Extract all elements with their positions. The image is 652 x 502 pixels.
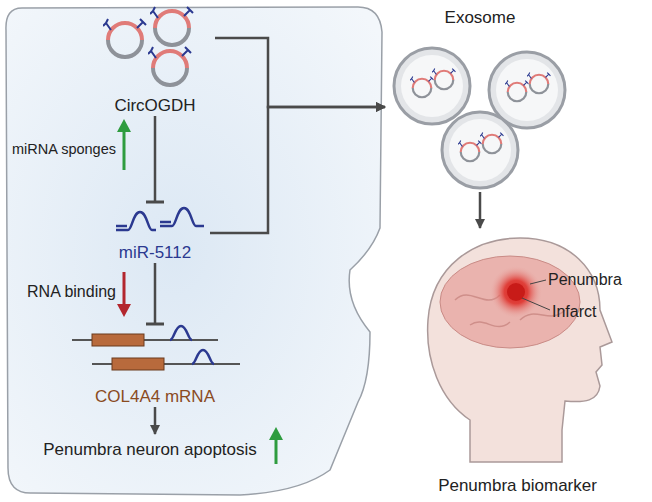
exosome-node: Exosome (385, 8, 575, 192)
annotation-label: RNA binding (4, 282, 116, 301)
connector (154, 263, 157, 325)
node-label: Penumbra biomarker (438, 476, 597, 496)
mirna-hairpins (116, 208, 204, 230)
biomarker-node: Penumbra biomarker (405, 228, 630, 496)
annotation-label: Penumbra (548, 270, 622, 289)
inhibition-bar (146, 323, 164, 326)
node-label: COL4A4 mRNA (95, 387, 215, 407)
node-label: miR-5112 (119, 243, 191, 263)
annotation-label: Infarct (552, 302, 596, 321)
mrna-strands (72, 326, 240, 370)
connector (479, 192, 482, 228)
mirna-node: miR-5112 (100, 203, 210, 263)
outcome-node: Penumbra neuron apoptosis (39, 434, 261, 460)
annotation-label: miRNA sponges (4, 141, 116, 158)
node-label: Penumbra neuron apoptosis (43, 440, 257, 460)
connector (154, 116, 157, 203)
circrna-node: CircOGDH (95, 8, 215, 116)
cell-outline (6, 7, 382, 495)
node-label: Exosome (445, 8, 516, 28)
connector (215, 38, 385, 107)
node-label: CircOGDH (114, 96, 195, 116)
inhibition-bar (146, 201, 164, 204)
connector (154, 407, 157, 434)
exosomes (394, 48, 565, 188)
mrna-node: COL4A4 mRNA (70, 325, 240, 407)
pathway-arrows (117, 119, 283, 464)
circrna-rings (103, 7, 193, 85)
connector (210, 107, 385, 233)
